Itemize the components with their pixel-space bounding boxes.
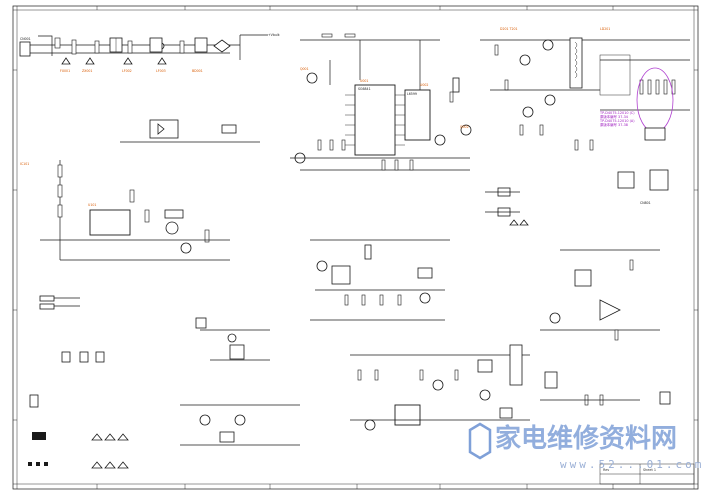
right-opamp-stage (540, 249, 660, 341)
pfc-ic-label: L6599 (407, 92, 417, 96)
svg-text:D201 T201: D201 T201 (500, 27, 518, 31)
svg-text:U001: U001 (360, 79, 368, 83)
title-block: Rev Sheet 1 (599, 463, 695, 485)
watermark-url: www.52...01.com (560, 458, 704, 471)
main-transformer (569, 37, 583, 89)
purple-note-2: 原版本编号 37-34 (600, 114, 628, 119)
title-block-line1: Rev (603, 468, 609, 472)
svg-text:U101: U101 (88, 203, 96, 207)
main-ic-label: SG6841 (358, 87, 371, 91)
svg-text:LF002: LF002 (122, 69, 132, 73)
watermark: 家电维修资料网 www.52...01.com (468, 422, 704, 471)
highlight-ellipse (636, 67, 674, 133)
title-block-line2: Sheet 1 (643, 468, 656, 472)
output-conn-label: CN801 (640, 201, 651, 205)
svg-text:Q002: Q002 (460, 125, 469, 129)
bottom-converter (350, 344, 671, 431)
watermark-text: 家电维修资料网 (495, 423, 677, 454)
sheet-border (12, 5, 699, 490)
standby-ic (89, 209, 131, 236)
svg-text:Q001: Q001 (300, 67, 309, 71)
svg-text:U002: U002 (420, 83, 428, 87)
svg-text:ZX001: ZX001 (82, 69, 92, 73)
small-ic-circuit (195, 317, 270, 361)
svg-text:+Vbulk: +Vbulk (268, 33, 280, 37)
bottom-left-circuit (28, 394, 300, 469)
input-conn-label: CN001 (20, 37, 31, 41)
purple-note-4: 原版本编号 37-38 (600, 122, 628, 127)
svg-text:IC101: IC101 (20, 162, 29, 166)
svg-text:LF003: LF003 (156, 69, 166, 73)
svg-text:FX001: FX001 (60, 69, 70, 73)
output-transformer-section: TP-D4075-12010 (C) 原版本编号 37-34 TP-D4075-… (480, 27, 690, 205)
left-connectors (39, 295, 105, 363)
purple-note-3: TP-D4075-12010 (A) (599, 119, 635, 123)
right-small-stage (485, 187, 529, 226)
watermark-logo-icon (468, 422, 492, 460)
svg-text:LD201: LD201 (600, 27, 610, 31)
main-controller-ic (354, 84, 396, 156)
ac-input-filter: CN001 FX001 ZX001 LF002 LF003 BD001 +Vbulk (19, 33, 280, 73)
middle-regulators (310, 239, 450, 321)
purple-note-1: TP-D4075-12010 (C) (599, 111, 635, 115)
svg-text:BD001: BD001 (192, 69, 203, 73)
